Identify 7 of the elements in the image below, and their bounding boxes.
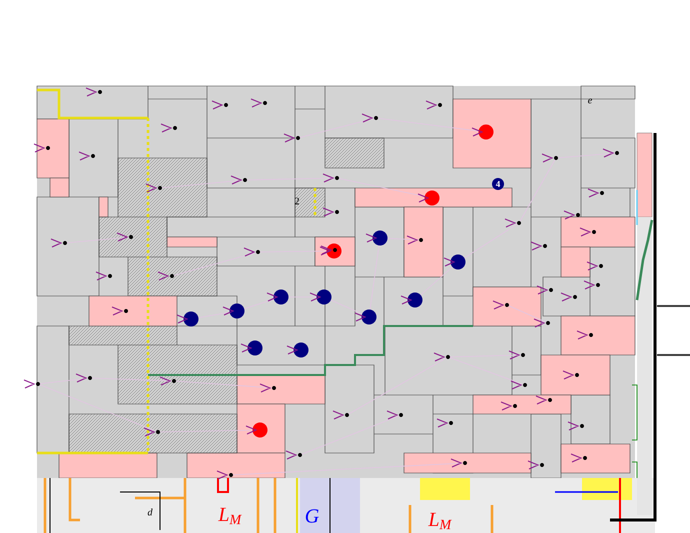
drawing-label: d (148, 508, 153, 516)
drawing-label: L$_{M}$ (428, 512, 452, 530)
drawing-label: 2 (294, 198, 299, 204)
drawing-label: L$_{M}$ (218, 508, 242, 524)
drawing-label: G (306, 509, 319, 523)
drawing-label: 4 (496, 181, 500, 187)
drawing-label: e (588, 98, 592, 104)
